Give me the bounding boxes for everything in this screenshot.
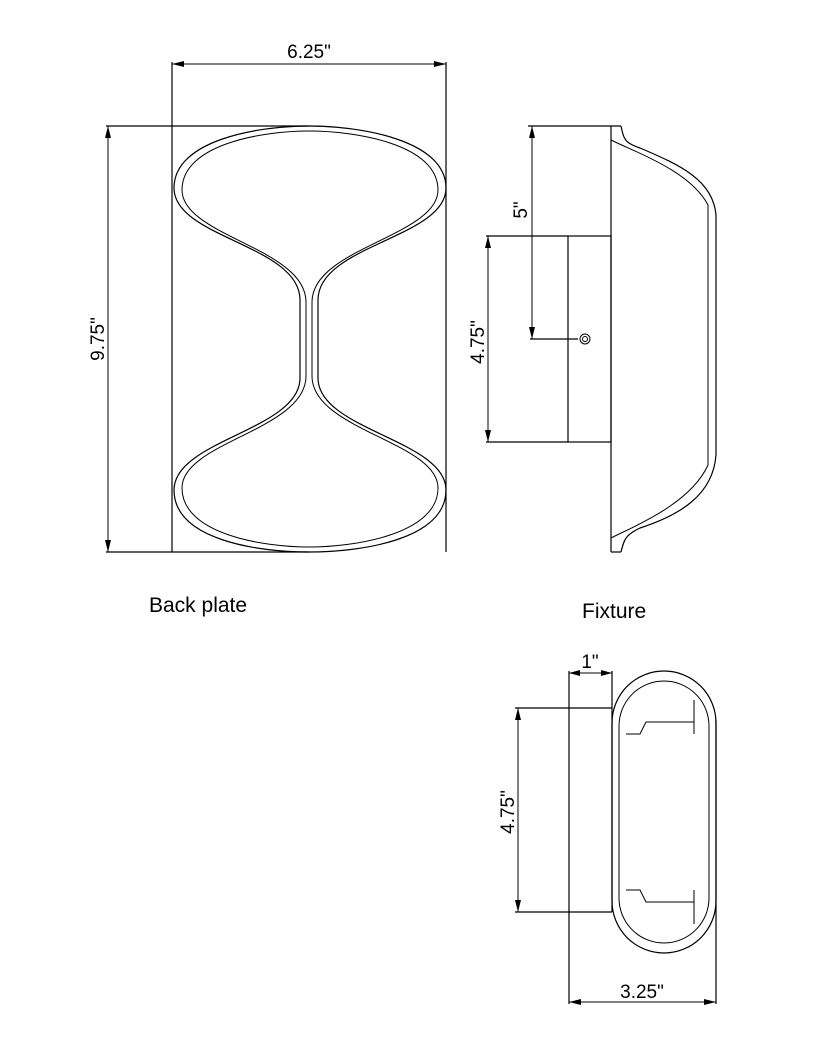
screw-icon — [579, 333, 591, 345]
height-arrow-top — [105, 126, 111, 138]
back-plate-view: 6.25" 9.75" — [88, 42, 447, 553]
offset-arrow-top — [529, 126, 535, 138]
back-plate-height-label: 9.75" — [88, 317, 109, 361]
fixture-shade-profile-outer — [620, 125, 717, 553]
depth-arrow-right — [601, 670, 612, 676]
fixture-offset-label: 5" — [511, 201, 532, 218]
top-view-height-arrow-bottom — [515, 900, 521, 912]
hourglass-outer-outline — [173, 125, 447, 553]
bottom-notch — [626, 889, 695, 924]
height-arrow-bottom — [105, 540, 111, 552]
fixture-mount-height-label: 4.75" — [468, 320, 489, 364]
width-arrow-left — [172, 61, 184, 67]
top-view-mount-height-label: 4.75" — [498, 790, 519, 834]
hourglass-inner-outline — [181, 130, 439, 548]
top-view-width-arrow-left — [569, 999, 581, 1005]
fixture-capsule-outer — [611, 670, 717, 954]
screw-center-icon — [582, 336, 588, 342]
width-arrow-right — [434, 61, 446, 67]
offset-arrow-bottom — [529, 327, 535, 339]
fixture-capsule-inner — [618, 680, 710, 944]
fixture-width-label: 3.25" — [620, 982, 664, 1003]
back-plate-caption: Back plate — [149, 594, 248, 617]
top-view-height-arrow-top — [515, 708, 521, 720]
fixture-side-view: 5" 4.75" — [468, 125, 717, 553]
fixture-caption: Fixture — [582, 600, 647, 623]
mount-height-arrow-bottom — [485, 430, 491, 442]
fixture-top-view: 1" 4.75" 3.25" — [498, 652, 717, 1005]
mount-height-arrow-top — [485, 236, 491, 248]
fixture-depth-label: 1" — [581, 652, 598, 673]
top-view-width-arrow-right — [704, 999, 716, 1005]
back-plate-width-label: 6.25" — [287, 42, 331, 63]
fixture-shade-profile-inner — [610, 139, 709, 539]
depth-arrow-left — [569, 670, 580, 676]
top-notch — [626, 700, 695, 735]
